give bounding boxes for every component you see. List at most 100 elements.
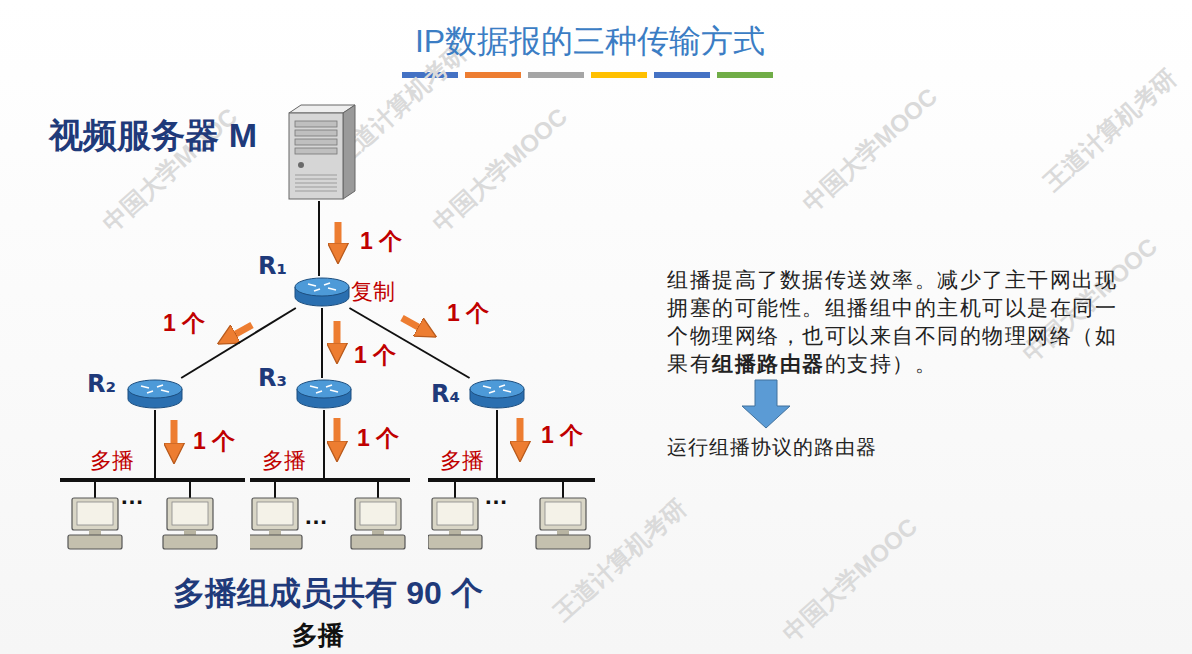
monitor: [355, 498, 401, 530]
router-icon: [294, 276, 350, 308]
host-drop: [377, 480, 379, 498]
router-arrow: [161, 390, 169, 392]
screen: [437, 502, 473, 525]
link-line: [321, 308, 323, 378]
note-text: 组播提高了数据传送效率。减少了主干网出现拥塞的可能性。组播组中的主机可以是在同一…: [667, 268, 1117, 375]
server-front: [289, 113, 343, 199]
host-computer: [351, 480, 405, 549]
watermark: 中国大学MOOC: [796, 81, 944, 219]
down-arrow: [742, 380, 790, 428]
router-label: R₂: [87, 370, 116, 398]
lan-bus: [60, 478, 245, 482]
copy-count: 1 个: [357, 423, 399, 454]
router-body: [128, 389, 182, 408]
host-base: [428, 535, 482, 549]
host-drop: [562, 480, 564, 498]
host-base: [250, 535, 302, 549]
flow-arrow: [334, 321, 341, 345]
screen: [257, 502, 293, 525]
host-base: [351, 535, 405, 549]
watermark: 中国大学MOOC: [776, 511, 924, 649]
drive-bay: [295, 139, 337, 145]
router-icon: [469, 378, 525, 410]
figure-caption: 多播: [292, 618, 344, 653]
lan-icon: [428, 478, 595, 560]
router-icon: [127, 378, 183, 410]
monitor: [72, 498, 118, 530]
monitor: [540, 498, 586, 530]
flow-arrow: [171, 420, 178, 445]
flow-arrow: [517, 418, 524, 443]
server-node: 视频服务器 M: [281, 103, 357, 201]
vent-line: [295, 191, 337, 192]
router-body: [297, 389, 351, 408]
note-paragraph: 组播提高了数据传送效率。减少了主干网出现拥塞的可能性。组播组中的主机可以是在同一…: [667, 266, 1139, 378]
server-label: 视频服务器 M: [49, 113, 257, 159]
router-icon: [296, 378, 352, 410]
router-top: [295, 278, 349, 296]
router-body: [470, 389, 524, 408]
link-line: [323, 410, 325, 478]
flow-arrow: [402, 318, 420, 328]
watermark: 中国大学MOOC: [426, 101, 574, 239]
watermark: 王道计算机考研: [327, 37, 473, 173]
color-bar: [528, 72, 584, 78]
watermark: 王道计算机考研: [547, 492, 693, 628]
copy-note: 复制: [351, 277, 395, 307]
drive-bay: [295, 121, 337, 127]
router-node: R₄: [469, 378, 525, 410]
member-count: 多播组成员共有 90 个: [173, 572, 482, 616]
color-bar: [717, 72, 773, 78]
lan-node: 多播: [250, 478, 410, 560]
router-label: R₁: [258, 252, 287, 280]
host-computer: [428, 480, 482, 549]
host-base: [68, 535, 122, 549]
host-computer: [163, 480, 217, 549]
ellipsis: …: [120, 482, 144, 510]
monitor: [252, 498, 298, 530]
flow-arrow: [234, 325, 252, 335]
router-top: [297, 380, 351, 398]
router-arrow: [308, 284, 316, 286]
router-body: [295, 287, 349, 306]
server-top: [289, 105, 355, 113]
color-bar: [591, 72, 647, 78]
router-arrow: [147, 391, 153, 393]
host-drop: [274, 480, 276, 498]
host-computer: [68, 480, 122, 549]
host-drop: [189, 480, 191, 498]
link-line: [349, 308, 469, 378]
link-line: [181, 308, 296, 378]
router-arrow: [326, 385, 332, 387]
monitor-stand: [89, 530, 101, 535]
host-drop: [454, 480, 456, 498]
copy-count: 1 个: [163, 308, 205, 339]
router-note: 运行组播协议的路由器: [667, 434, 877, 461]
screen: [545, 502, 581, 525]
drive-bay: [295, 148, 337, 154]
lan-bus: [428, 478, 595, 482]
lan-icon: [60, 478, 245, 560]
vent-line: [295, 175, 337, 176]
router-node: R₁: [294, 276, 350, 308]
router-arrow: [503, 390, 511, 392]
color-bar: [465, 72, 521, 78]
monitor: [167, 498, 213, 530]
router-node: R₃: [296, 378, 352, 410]
server-icon: [281, 103, 357, 201]
router-top: [128, 380, 182, 398]
router-arrow: [330, 390, 338, 392]
monitor-stand: [269, 530, 281, 535]
monitor-stand: [184, 530, 196, 535]
router-arrow: [483, 386, 491, 388]
watermark: 王道计算机考研: [1037, 62, 1183, 198]
screen: [360, 502, 396, 525]
router-label: R₄: [431, 380, 460, 408]
flow-arrows: [174, 222, 520, 445]
router-arrow: [316, 391, 322, 393]
color-bar: [654, 72, 710, 78]
copy-count: 1 个: [541, 420, 583, 451]
lan-label: 多播: [262, 446, 306, 476]
